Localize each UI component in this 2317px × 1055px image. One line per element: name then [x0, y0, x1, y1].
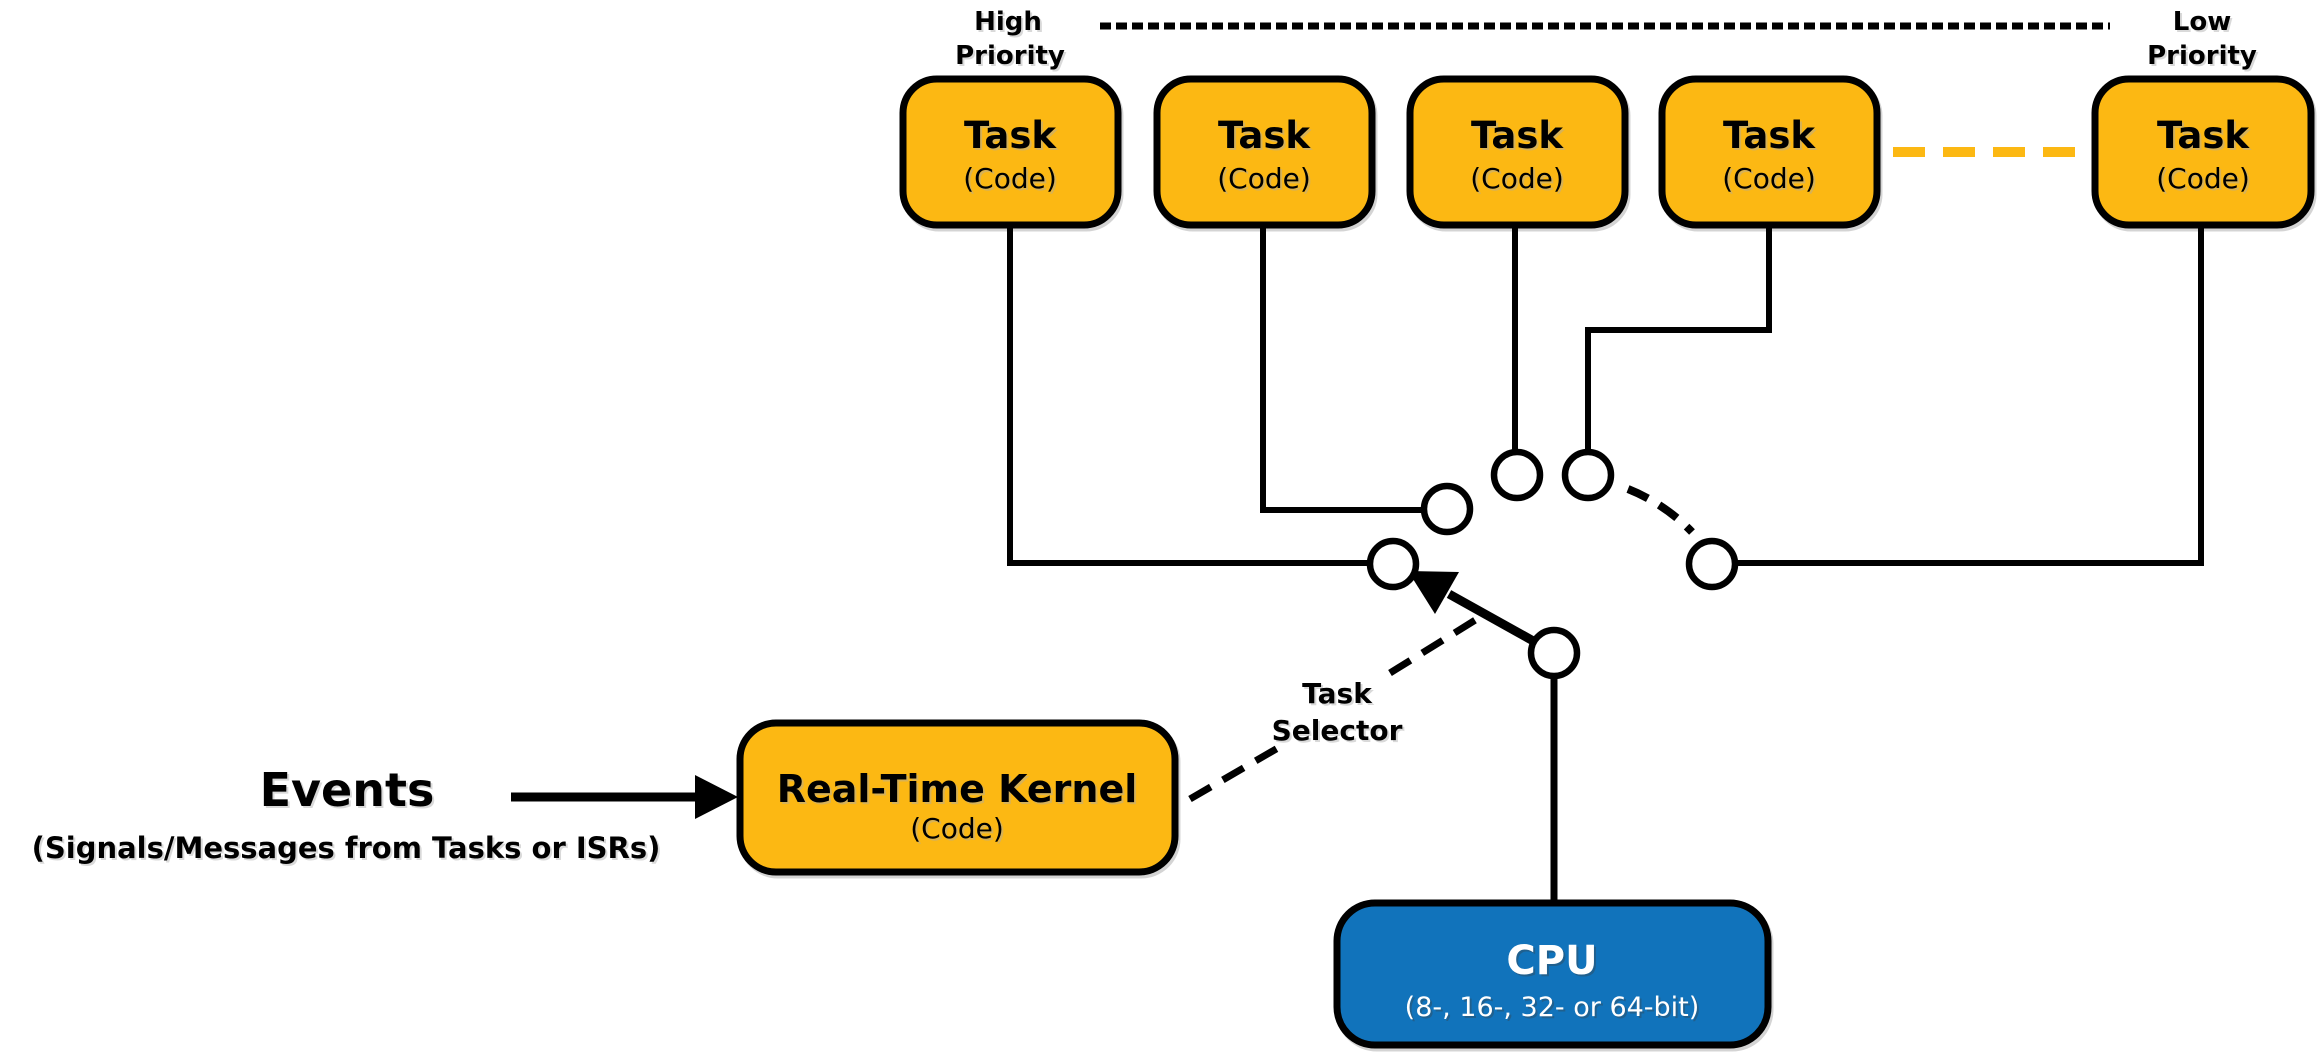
task-selector-label-line1: Task: [1302, 677, 1373, 710]
task1-wire: [1007, 225, 1369, 566]
contact-task1: [1366, 537, 1420, 591]
task5-wire: [1736, 225, 2204, 566]
task2-wire: [1260, 225, 1423, 513]
task-box-2: Task (Code): [1153, 75, 1376, 229]
task-box-5-subtitle: (Code): [2156, 162, 2250, 195]
kernel-box-rect: [736, 719, 1179, 876]
task-box-2-subtitle: (Code): [1217, 162, 1311, 195]
high-priority-label-line2: Priority: [955, 41, 1065, 71]
task-box-5-title: Task: [2157, 114, 2250, 157]
contact-task3: [1490, 448, 1544, 502]
high-priority-label-line1: High: [974, 7, 1042, 37]
task-selector-label-line2: Selector: [1272, 714, 1403, 747]
selector-arm-arrowhead: [1408, 571, 1459, 614]
task-box-1: Task (Code): [899, 75, 1122, 229]
task-box-3-title: Task: [1471, 114, 1564, 157]
task-wires: [1007, 225, 2204, 566]
events-subtitle: (Signals/Messages from Tasks or ISRs): [32, 831, 661, 865]
kernel-box: Real-Time Kernel (Code): [736, 719, 1179, 876]
task-selector-callout: Task Selector: [1188, 616, 1479, 803]
kernel-title: Real-Time Kernel: [777, 767, 1138, 811]
contact-task4: [1561, 448, 1615, 502]
low-priority-label-line2: Priority: [2147, 41, 2257, 71]
task-box-4-title: Task: [1723, 114, 1816, 157]
task-box-5: Task (Code): [2091, 75, 2315, 229]
task-box-1-subtitle: (Code): [963, 162, 1057, 195]
events-annotation: Events (Signals/Messages from Tasks or I…: [32, 763, 738, 865]
cpu-box-rect: [1333, 899, 1772, 1049]
selector-leader-to-arm: [1388, 616, 1479, 676]
task4-wire: [1585, 225, 1772, 451]
contact-task5: [1685, 537, 1739, 591]
task-box-4-subtitle: (Code): [1722, 162, 1816, 195]
selector-leader-from-kernel: [1188, 741, 1285, 803]
task-boxes: Task (Code) Task (Code) Task (Code) Task…: [899, 75, 2315, 229]
switch-sweep-dashed-arc: [1626, 485, 1695, 535]
task-box-4: Task (Code): [1658, 75, 1881, 229]
task-box-3: Task (Code): [1406, 75, 1629, 229]
task-box-2-title: Task: [1218, 114, 1311, 157]
cpu-subtitle: (8-, 16-, 32- or 64-bit): [1405, 992, 1700, 1023]
cpu-box: CPU (8-, 16-, 32- or 64-bit): [1333, 899, 1772, 1049]
task-box-1-title: Task: [964, 114, 1057, 157]
kernel-subtitle: (Code): [910, 812, 1004, 845]
priority-scale: High Priority Low Priority: [955, 7, 2257, 71]
low-priority-label-line1: Low: [2173, 7, 2231, 37]
cpu-title: CPU: [1506, 938, 1597, 984]
task-box-3-subtitle: (Code): [1470, 162, 1564, 195]
events-title: Events: [260, 763, 435, 817]
selector-switch: [1366, 448, 1739, 903]
contact-task2: [1420, 482, 1474, 536]
events-arrowhead: [695, 775, 738, 819]
selector-pivot: [1527, 626, 1581, 680]
